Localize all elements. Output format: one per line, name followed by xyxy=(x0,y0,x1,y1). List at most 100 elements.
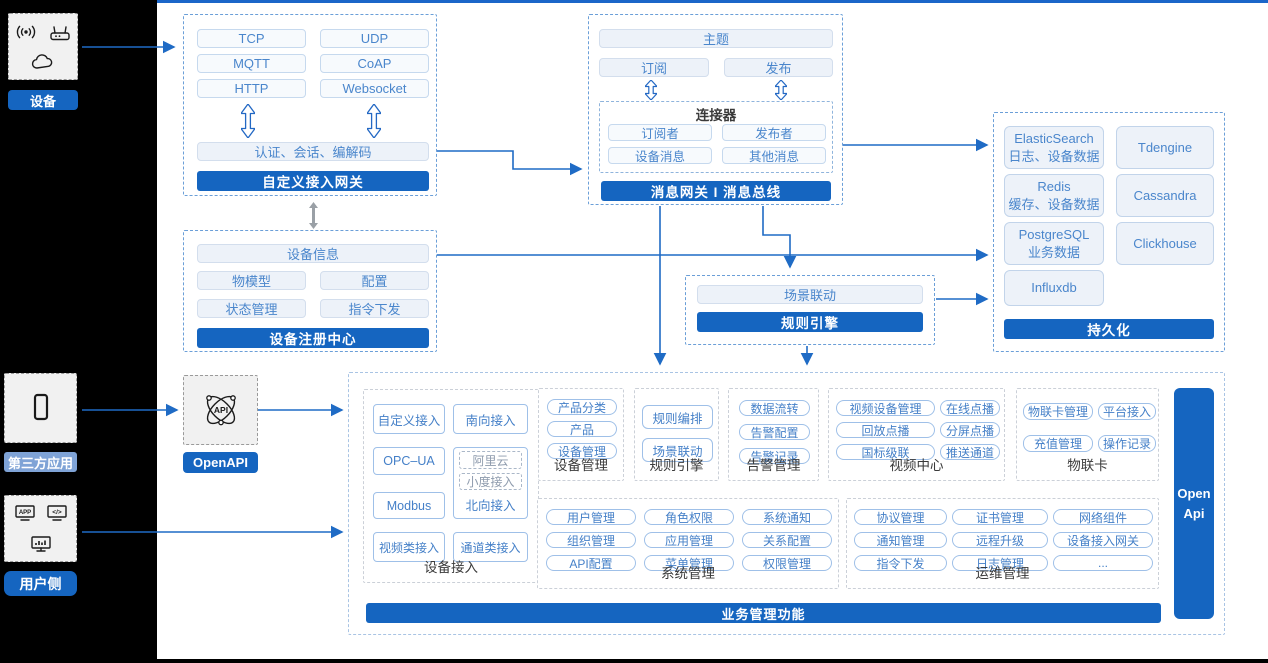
business-platform-title-bar: 业务管理功能 xyxy=(366,603,1161,623)
access-node: 自定义接入 xyxy=(373,404,445,434)
section-iot-card: 物联卡管理平台接入充值管理操作记录 物联卡 xyxy=(1016,388,1159,481)
message-bus-title-bar: 消息网关 I 消息总线 xyxy=(601,181,831,201)
section-grid: 用户管理角色权限系统通知组织管理应用管理关系配置 API配置菜单管理权限管理 xyxy=(546,509,832,571)
feature-node: 日志管理 xyxy=(952,555,1048,571)
section-label: 告警管理 xyxy=(746,458,801,473)
wireless-signal-icon xyxy=(16,25,36,39)
phone-icon xyxy=(33,393,48,421)
section-system-manage: 用户管理角色权限系统通知组织管理应用管理关系配置 API配置菜单管理权限管理 系统… xyxy=(537,498,839,589)
device-registry-box: 设备信息 物模型配置状态管理指令下发 设备注册中心 xyxy=(183,230,437,352)
protocol-node: TCP xyxy=(197,29,306,48)
feature-node: 角色权限 xyxy=(644,509,734,525)
feature-node: 操作记录 xyxy=(1098,435,1156,452)
feature-node: 回放点播 xyxy=(836,422,935,438)
connector-node: 其他消息 xyxy=(722,147,826,164)
database-node: ElasticSearch 日志、设备数据 xyxy=(1004,126,1104,169)
persistence-box: ElasticSearch 日志、设备数据 Tdengine Redis 缓存、… xyxy=(993,112,1225,352)
database-node: PostgreSQL 业务数据 xyxy=(1004,222,1104,265)
feature-node: 产品 xyxy=(547,421,617,437)
feature-node: 权限管理 xyxy=(742,555,832,571)
feature-node: 设备管理 xyxy=(547,443,617,459)
database-node: Tdengine xyxy=(1116,126,1214,169)
section-grid: 规则编排场景联动 xyxy=(642,405,713,462)
section-device-access: 自定义接入 南向接入 OPC–UA 北向接入 阿里云 小度接入 Modbus 视… xyxy=(363,389,539,583)
access-node: 通道类接入 xyxy=(453,532,528,562)
database-name: ElasticSearch xyxy=(1014,130,1094,146)
section-rule-engine: 规则编排场景联动 规则引擎 xyxy=(634,388,719,481)
feature-node: 产品分类 xyxy=(547,399,617,415)
feature-node: 协议管理 xyxy=(854,509,947,525)
feature-node: 组织管理 xyxy=(546,532,636,548)
connector-node: 设备消息 xyxy=(608,147,712,164)
subscribe-node: 订阅 xyxy=(599,58,709,77)
svg-text:API: API xyxy=(213,405,227,415)
database-node: Redis 缓存、设备数据 xyxy=(1004,174,1104,217)
section-video-center: 视频设备管理在线点播回放点播分屏点播国标级联推送通道 视频中心 xyxy=(828,388,1005,481)
feature-node: 物联卡管理 xyxy=(1023,403,1093,420)
database-name: Tdengine xyxy=(1137,139,1193,155)
section-grid: 物联卡管理平台接入充值管理操作记录 xyxy=(1023,403,1156,452)
feature-node: 应用管理 xyxy=(644,532,734,548)
scene-linkage-node: 场景联动 xyxy=(697,285,923,304)
auth-session-codec-node: 认证、会话、编解码 xyxy=(197,142,429,161)
dashboard-screen-icon xyxy=(30,536,51,552)
feature-node: 规则编排 xyxy=(642,405,713,429)
protocol-node: UDP xyxy=(320,29,429,48)
third-party-label-text: 第三方应用 xyxy=(7,455,73,471)
open-api-bar: Open Api xyxy=(1174,388,1214,619)
feature-node: 设备接入网关 xyxy=(1053,532,1153,548)
aliyun-node: 阿里云 xyxy=(459,451,522,469)
connector-grid: 订阅者发布者设备消息其他消息 xyxy=(608,124,826,164)
device-registry-title-bar: 设备注册中心 xyxy=(197,328,429,348)
database-node: Influxdb xyxy=(1004,270,1104,306)
database-name: Clickhouse xyxy=(1133,235,1197,251)
device-source-box xyxy=(8,13,78,80)
device-label: 设备 xyxy=(8,90,78,110)
feature-node: API配置 xyxy=(546,555,636,571)
code-screen-icon: </> xyxy=(46,505,67,521)
feature-node: 关系配置 xyxy=(742,532,832,548)
registry-node: 状态管理 xyxy=(197,299,306,318)
section-label: 设备管理 xyxy=(554,458,608,473)
topic-node: 主题 xyxy=(599,29,833,48)
feature-node: 告警记录 xyxy=(739,448,810,464)
updown-arrow-icon xyxy=(645,80,657,100)
feature-node: 数据流转 xyxy=(739,400,810,416)
protocol-node: MQTT xyxy=(197,54,306,73)
database-node: Cassandra xyxy=(1116,174,1214,217)
section-label: 物联卡 xyxy=(1067,458,1108,473)
business-platform-box: 自定义接入 南向接入 OPC–UA 北向接入 阿里云 小度接入 Modbus 视… xyxy=(348,372,1225,635)
north-access-label: 北向接入 xyxy=(465,499,516,513)
section-grid: 视频设备管理在线点播回放点播分屏点播国标级联推送通道 xyxy=(836,400,1000,460)
connector-box: 连接器 订阅者发布者设备消息其他消息 xyxy=(599,101,833,173)
user-side-source-box: APP </> xyxy=(4,495,77,562)
registry-node: 配置 xyxy=(320,271,429,290)
feature-node: 用户管理 xyxy=(546,509,636,525)
publish-node: 发布 xyxy=(724,58,833,77)
access-node: 南向接入 xyxy=(453,404,528,434)
database-desc: 日志、设备数据 xyxy=(1008,148,1100,164)
section-grid: 协议管理证书管理网络组件通知管理远程升级设备接入网关指令下发日志管理... xyxy=(854,509,1153,571)
section-alarm-manage: 数据流转告警配置告警记录 告警管理 xyxy=(728,388,819,481)
feature-node: 充值管理 xyxy=(1023,435,1093,452)
message-bus-box: 主题 订阅 发布 连接器 订阅者发布者设备消息其他消息 消息网关 I 消息总线 xyxy=(588,14,843,205)
rule-engine-box: 场景联动 规则引擎 xyxy=(685,275,935,345)
openapi-label: OpenAPI xyxy=(183,452,258,473)
cloud-icon xyxy=(31,54,53,69)
section-ops-manage: 协议管理证书管理网络组件通知管理远程升级设备接入网关指令下发日志管理... 运维… xyxy=(846,498,1159,589)
device-info-node: 设备信息 xyxy=(197,244,429,263)
feature-node: 平台接入 xyxy=(1098,403,1156,420)
access-node: Modbus xyxy=(373,492,445,519)
feature-node: 推送通道 xyxy=(940,444,1000,460)
feature-node: 系统通知 xyxy=(742,509,832,525)
feature-node: 菜单管理 xyxy=(644,555,734,571)
access-node: OPC–UA xyxy=(373,447,445,475)
database-desc: 缓存、设备数据 xyxy=(1008,196,1100,212)
svg-text:APP: APP xyxy=(18,510,30,516)
updown-arrow-icon xyxy=(241,104,255,138)
database-name: PostgreSQL xyxy=(1018,226,1090,242)
updown-arrow-icon xyxy=(775,80,787,100)
persistence-title-bar: 持久化 xyxy=(1004,319,1214,339)
